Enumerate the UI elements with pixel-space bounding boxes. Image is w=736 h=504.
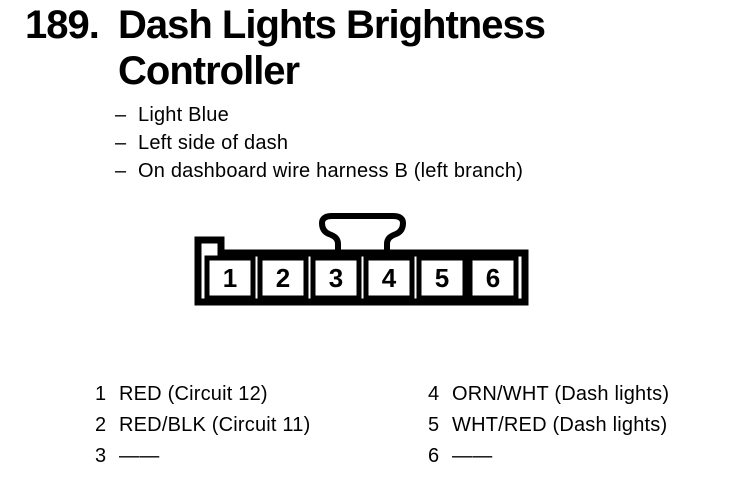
pin-legend-row: 4 ORN/WHT (Dash lights) — [428, 379, 669, 410]
legend-pin-number: 2 — [95, 414, 107, 436]
section-number: 189. — [25, 3, 100, 47]
pin-legend-right: 4 ORN/WHT (Dash lights) 5 WHT/RED (Dash … — [428, 379, 669, 472]
legend-pin-number: 3 — [95, 445, 107, 467]
pin-number-4: 4 — [382, 263, 397, 293]
legend-pin-label: WHT/RED (Dash lights) — [452, 414, 668, 436]
bullet-dash: – — [115, 160, 127, 182]
legend-pin-number: 6 — [428, 445, 440, 467]
connector-lock-tab — [318, 213, 407, 256]
pin-legend-left: 1 RED (Circuit 12) 2 RED/BLK (Circuit 11… — [95, 379, 310, 472]
pin-cavity-6 — [467, 255, 519, 301]
pin-cavity-4 — [363, 255, 415, 301]
pin-legend-row: 2 RED/BLK (Circuit 11) — [95, 410, 310, 441]
notes-list: – Light Blue – Left side of dash – On da… — [115, 101, 523, 185]
legend-pin-label: —— — [452, 445, 493, 467]
pin-cavity-1 — [204, 255, 256, 301]
bullet-dash: – — [115, 132, 127, 154]
pin-number-2: 2 — [276, 263, 290, 293]
connector-svg: 1 2 3 4 5 6 — [194, 213, 529, 306]
pin-cavity-2 — [257, 255, 309, 301]
pin-number-1: 1 — [223, 263, 237, 293]
note-text: Light Blue — [138, 104, 229, 126]
legend-pin-number: 5 — [428, 414, 440, 436]
pin-legend-row: 3 —— — [95, 441, 310, 472]
section-heading: 189. Dash Lights Brightness Controller — [25, 2, 580, 94]
page-title: Dash Lights Brightness Controller — [118, 3, 546, 93]
legend-pin-label: RED/BLK (Circuit 11) — [119, 414, 311, 436]
list-item: – Left side of dash — [115, 129, 523, 157]
pin-legend-row: 5 WHT/RED (Dash lights) — [428, 410, 669, 441]
legend-pin-label: RED (Circuit 12) — [119, 383, 268, 405]
connector-diagram: 1 2 3 4 5 6 — [188, 210, 533, 310]
bullet-dash: – — [115, 104, 127, 126]
pin-cavity-5 — [416, 255, 468, 301]
legend-pin-number: 1 — [95, 383, 107, 405]
pin-legend-row: 6 —— — [428, 441, 669, 472]
pin-number-6: 6 — [486, 263, 500, 293]
pin-cavity-3 — [310, 255, 362, 301]
pin-legend-row: 1 RED (Circuit 12) — [95, 379, 310, 410]
pin-number-3: 3 — [329, 263, 343, 293]
note-text: On dashboard wire harness B (left branch… — [138, 160, 524, 182]
pin-number-5: 5 — [435, 263, 449, 293]
legend-pin-label: ORN/WHT (Dash lights) — [452, 383, 670, 405]
legend-pin-label: —— — [119, 445, 160, 467]
list-item: – Light Blue — [115, 101, 523, 129]
legend-pin-number: 4 — [428, 383, 440, 405]
list-item: – On dashboard wire harness B (left bran… — [115, 157, 523, 185]
note-text: Left side of dash — [138, 132, 289, 154]
